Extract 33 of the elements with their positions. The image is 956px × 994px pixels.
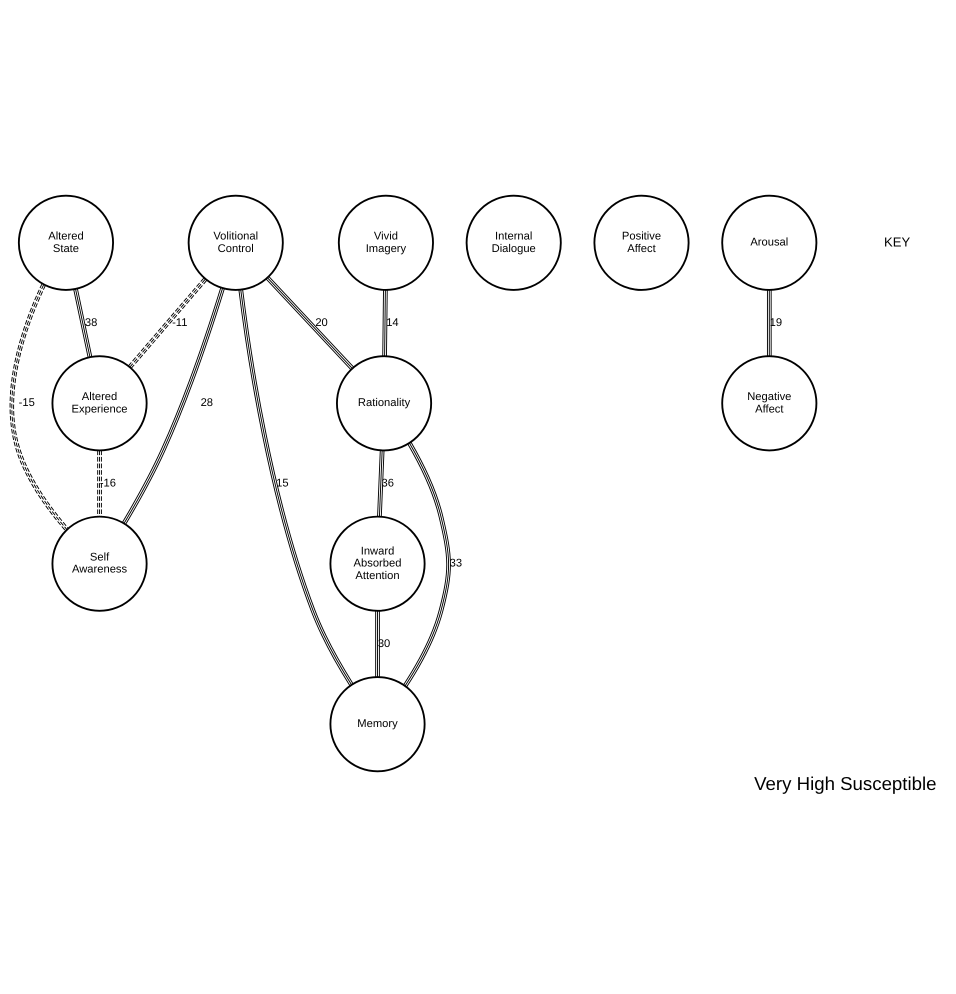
edge-label: 15 xyxy=(276,476,289,489)
connector xyxy=(10,282,69,531)
connector xyxy=(403,441,451,687)
node-circle: Self Awareness xyxy=(52,515,148,612)
node-circle: Volitional Control xyxy=(188,194,284,290)
node-circle: Internal Dialogue xyxy=(466,194,562,290)
edge-label: 28 xyxy=(200,396,214,409)
edge-label: -16 xyxy=(100,476,116,489)
node-circle: Altered Experience xyxy=(52,354,148,451)
connector xyxy=(73,288,92,358)
connector xyxy=(266,276,354,370)
node-circle: Arousal xyxy=(721,194,818,290)
node-circle: Rationality xyxy=(336,354,432,451)
edge-label: 38 xyxy=(84,316,98,328)
edge-label: -15 xyxy=(18,396,35,409)
label: KEY xyxy=(884,234,910,249)
node-circle: Altered State xyxy=(18,194,114,290)
connector xyxy=(766,289,772,356)
connector xyxy=(382,289,388,356)
connector xyxy=(238,288,354,686)
node-circle: Inward Absorbed Attention xyxy=(329,515,426,612)
caption: Very High Susceptible xyxy=(754,772,937,794)
edge-label: -11 xyxy=(172,316,188,328)
connector xyxy=(128,277,208,368)
node-circle: Memory xyxy=(329,676,426,772)
connector xyxy=(377,449,384,516)
connector xyxy=(97,450,102,516)
connector xyxy=(375,610,380,677)
node-circle: Positive Affect xyxy=(593,194,690,290)
node-circle: Vivid Imagery xyxy=(338,194,434,290)
edge-label: 20 xyxy=(315,316,328,328)
connector xyxy=(122,286,225,524)
node-circle: Negative Affect xyxy=(721,354,818,451)
